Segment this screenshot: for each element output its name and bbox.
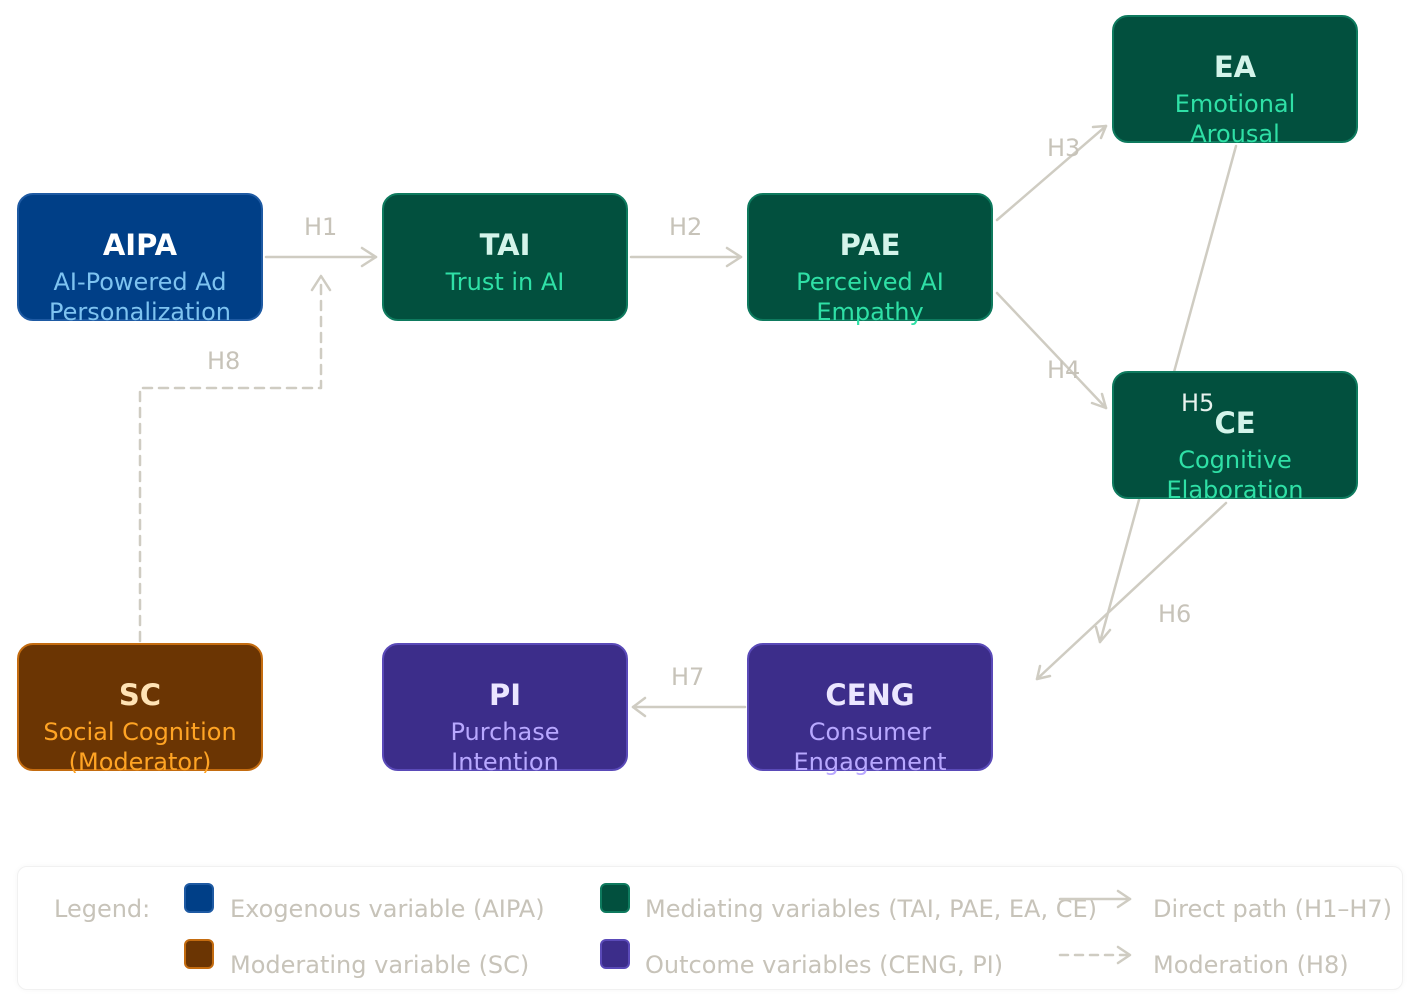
- node-ce-full: Cognitive Elaboration: [1166, 446, 1304, 504]
- node-pae-abbr: PAE: [839, 228, 901, 262]
- node-ea: EA Emotional Arousal: [1112, 15, 1358, 148]
- legend-swatch-exogenous: [184, 883, 214, 913]
- legend-label-outcome: Outcome variables (CENG, PI): [645, 951, 1004, 979]
- path-label-h1: H1: [304, 213, 338, 241]
- path-h8: [138, 277, 323, 643]
- arrowhead-h3: [1091, 124, 1108, 140]
- arrowhead-h8: [310, 274, 332, 292]
- legend-swatch-mediating: [600, 883, 630, 913]
- arrowhead-h1: [360, 246, 378, 268]
- legend-label-direct: Direct path (H1–H7): [1153, 895, 1393, 923]
- path-label-h8: H8: [207, 347, 241, 375]
- path-h4: [995, 291, 1108, 410]
- node-ce: CE Cognitive Elaboration: [1112, 371, 1358, 504]
- legend-swatch-outcome: [600, 939, 630, 969]
- arrowhead-h7: [631, 696, 647, 718]
- legend-label-mediating: Mediating variables (TAI, PAE, EA, CE): [645, 895, 1098, 923]
- node-ceng: CENG Consumer Engagement: [747, 643, 993, 776]
- node-ea-abbr: EA: [1213, 50, 1257, 84]
- path-label-h4: H4: [1047, 356, 1081, 384]
- node-tai-full: Trust in AI: [445, 268, 565, 296]
- node-tai: TAI Trust in AI: [382, 193, 628, 321]
- node-aipa: AIPA AI-Powered Ad Personalization: [17, 193, 263, 326]
- legend-swatch-moderating: [184, 939, 214, 969]
- node-ea-full: Emotional Arousal: [1174, 90, 1296, 148]
- node-sc: SC Social Cognition (Moderator): [17, 643, 263, 776]
- legend-moderation-arrow-icon: [1058, 945, 1132, 965]
- node-pi-abbr: PI: [488, 678, 522, 712]
- path-label-h7: H7: [671, 663, 705, 691]
- arrowhead-h2: [725, 246, 743, 268]
- path-label-h6: H6: [1158, 600, 1192, 628]
- path-label-h5: H5: [1181, 389, 1215, 417]
- node-pi: PI Purchase Intention: [382, 643, 628, 776]
- path-label-h3: H3: [1047, 134, 1081, 162]
- node-pi-full: Purchase Intention: [450, 718, 560, 776]
- legend-direct-arrow-icon: [1058, 889, 1132, 909]
- legend-label-moderation: Moderation (H8): [1153, 951, 1349, 979]
- node-aipa-abbr: AIPA: [102, 228, 178, 262]
- legend-title: Legend:: [54, 895, 151, 923]
- arrowhead-h5: [1094, 625, 1112, 644]
- legend-label-moderating: Moderating variable (SC): [230, 951, 530, 979]
- node-pae: PAE Perceived AI Empathy: [747, 193, 993, 326]
- path-label-h2: H2: [669, 213, 703, 241]
- arrowhead-h6: [1035, 664, 1052, 681]
- node-sc-abbr: SC: [118, 678, 162, 712]
- node-pae-full: Perceived AI Empathy: [796, 268, 944, 326]
- arrowhead-h4: [1090, 392, 1108, 410]
- legend-label-exogenous: Exogenous variable (AIPA): [230, 895, 545, 923]
- path-h3: [995, 124, 1108, 222]
- path-h6: [1035, 501, 1228, 681]
- legend: Legend: Exogenous variable (AIPA) Mediat…: [17, 866, 1403, 990]
- node-ceng-abbr: CENG: [825, 678, 915, 712]
- node-tai-abbr: TAI: [479, 228, 531, 262]
- node-ceng-full: Consumer Engagement: [793, 718, 947, 776]
- node-ce-abbr: CE: [1214, 406, 1256, 440]
- node-aipa-full: AI-Powered Ad Personalization: [49, 268, 231, 326]
- node-sc-full: Social Cognition (Moderator): [43, 718, 237, 776]
